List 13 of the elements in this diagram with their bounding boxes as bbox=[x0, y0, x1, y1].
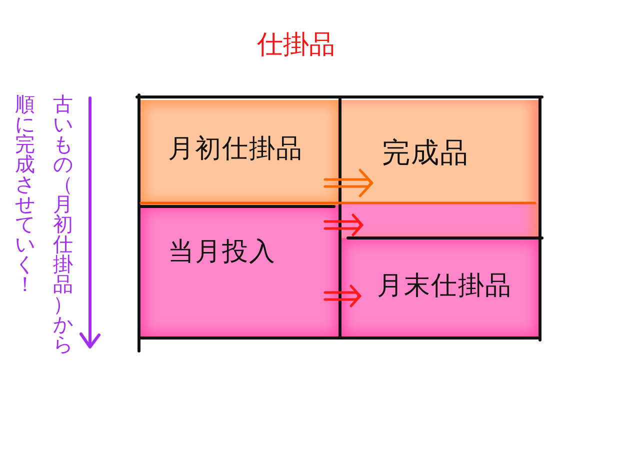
cell-label: 当月投入 bbox=[168, 238, 276, 268]
table-cell bbox=[340, 238, 540, 338]
table-cell bbox=[140, 100, 340, 205]
cell-label: 月末仕掛品 bbox=[377, 272, 512, 302]
arrow bbox=[324, 214, 364, 236]
table-cell bbox=[140, 205, 340, 338]
table-cell bbox=[340, 100, 540, 238]
heading: 仕掛品 bbox=[257, 31, 335, 61]
arrow bbox=[324, 168, 374, 198]
note-text: 古いもの（月初仕掛品）から順に完成させていく！ bbox=[15, 94, 73, 358]
cell-label: 月初仕掛品 bbox=[168, 135, 303, 165]
arrow bbox=[324, 284, 362, 308]
cell-label: 完成品 bbox=[382, 137, 469, 170]
